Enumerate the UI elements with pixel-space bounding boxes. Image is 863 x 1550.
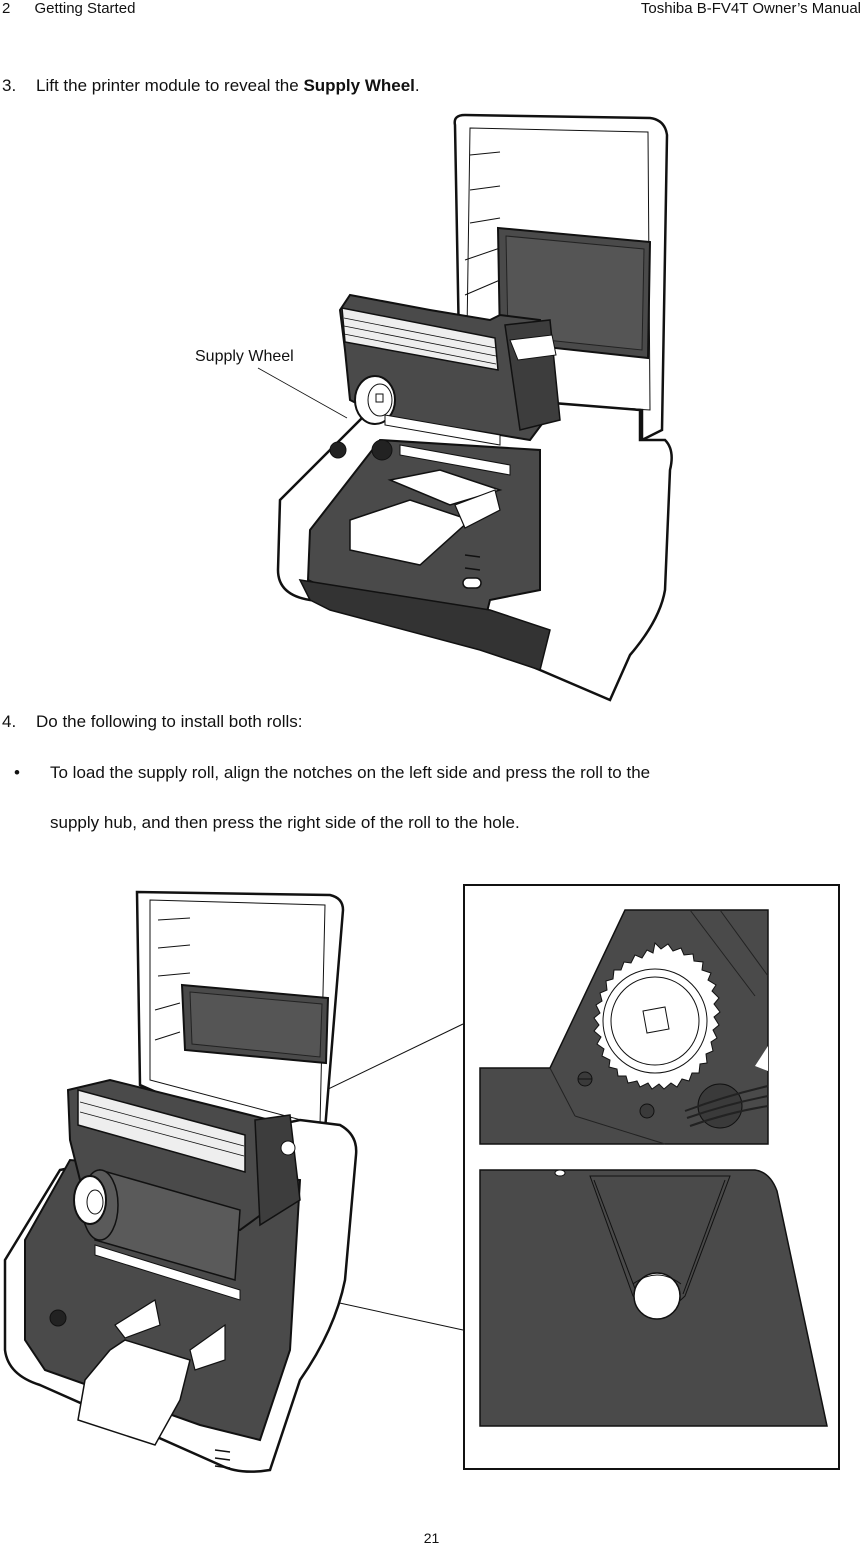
chapter-heading: 2 Getting Started <box>2 0 135 17</box>
printer-with-roll-illustration <box>3 890 358 1473</box>
step-number: 3. <box>2 76 17 95</box>
page-number: 21 <box>423 1530 440 1546</box>
step-text-end: . <box>414 76 420 95</box>
supply-wheel-callout-label: Supply Wheel <box>195 348 294 365</box>
figure-printer-module-lifted <box>270 110 690 710</box>
step-text-bold: Supply Wheel <box>303 76 415 95</box>
step-number: 4. <box>2 712 17 731</box>
detail-inset-box <box>463 884 840 1470</box>
step-text: Do the following to install both rolls: <box>36 712 303 731</box>
chapter-number: 2 <box>2 0 11 17</box>
step-text: Lift the printer module to reveal the <box>36 76 304 95</box>
bullet-symbol: • <box>14 763 20 782</box>
bullet-text-line-2: supply hub, and then press the right sid… <box>50 813 520 832</box>
step-3: 3.Lift the printer module to reveal the … <box>2 76 420 96</box>
manual-title: Toshiba B-FV4T Owner’s Manual <box>640 0 861 17</box>
detail-inset-illustration <box>479 909 828 1427</box>
figure-supply-roll-installed <box>0 880 460 1480</box>
step-4: 4. Do the following to install both rolls… <box>2 712 302 732</box>
bullet-text-line-1: To load the supply roll, align the notch… <box>50 763 651 782</box>
printer-illustration <box>276 113 673 702</box>
chapter-title: Getting Started <box>34 0 136 17</box>
page-header: 2 Getting Started Toshiba B-FV4T Owner’s… <box>0 0 863 20</box>
